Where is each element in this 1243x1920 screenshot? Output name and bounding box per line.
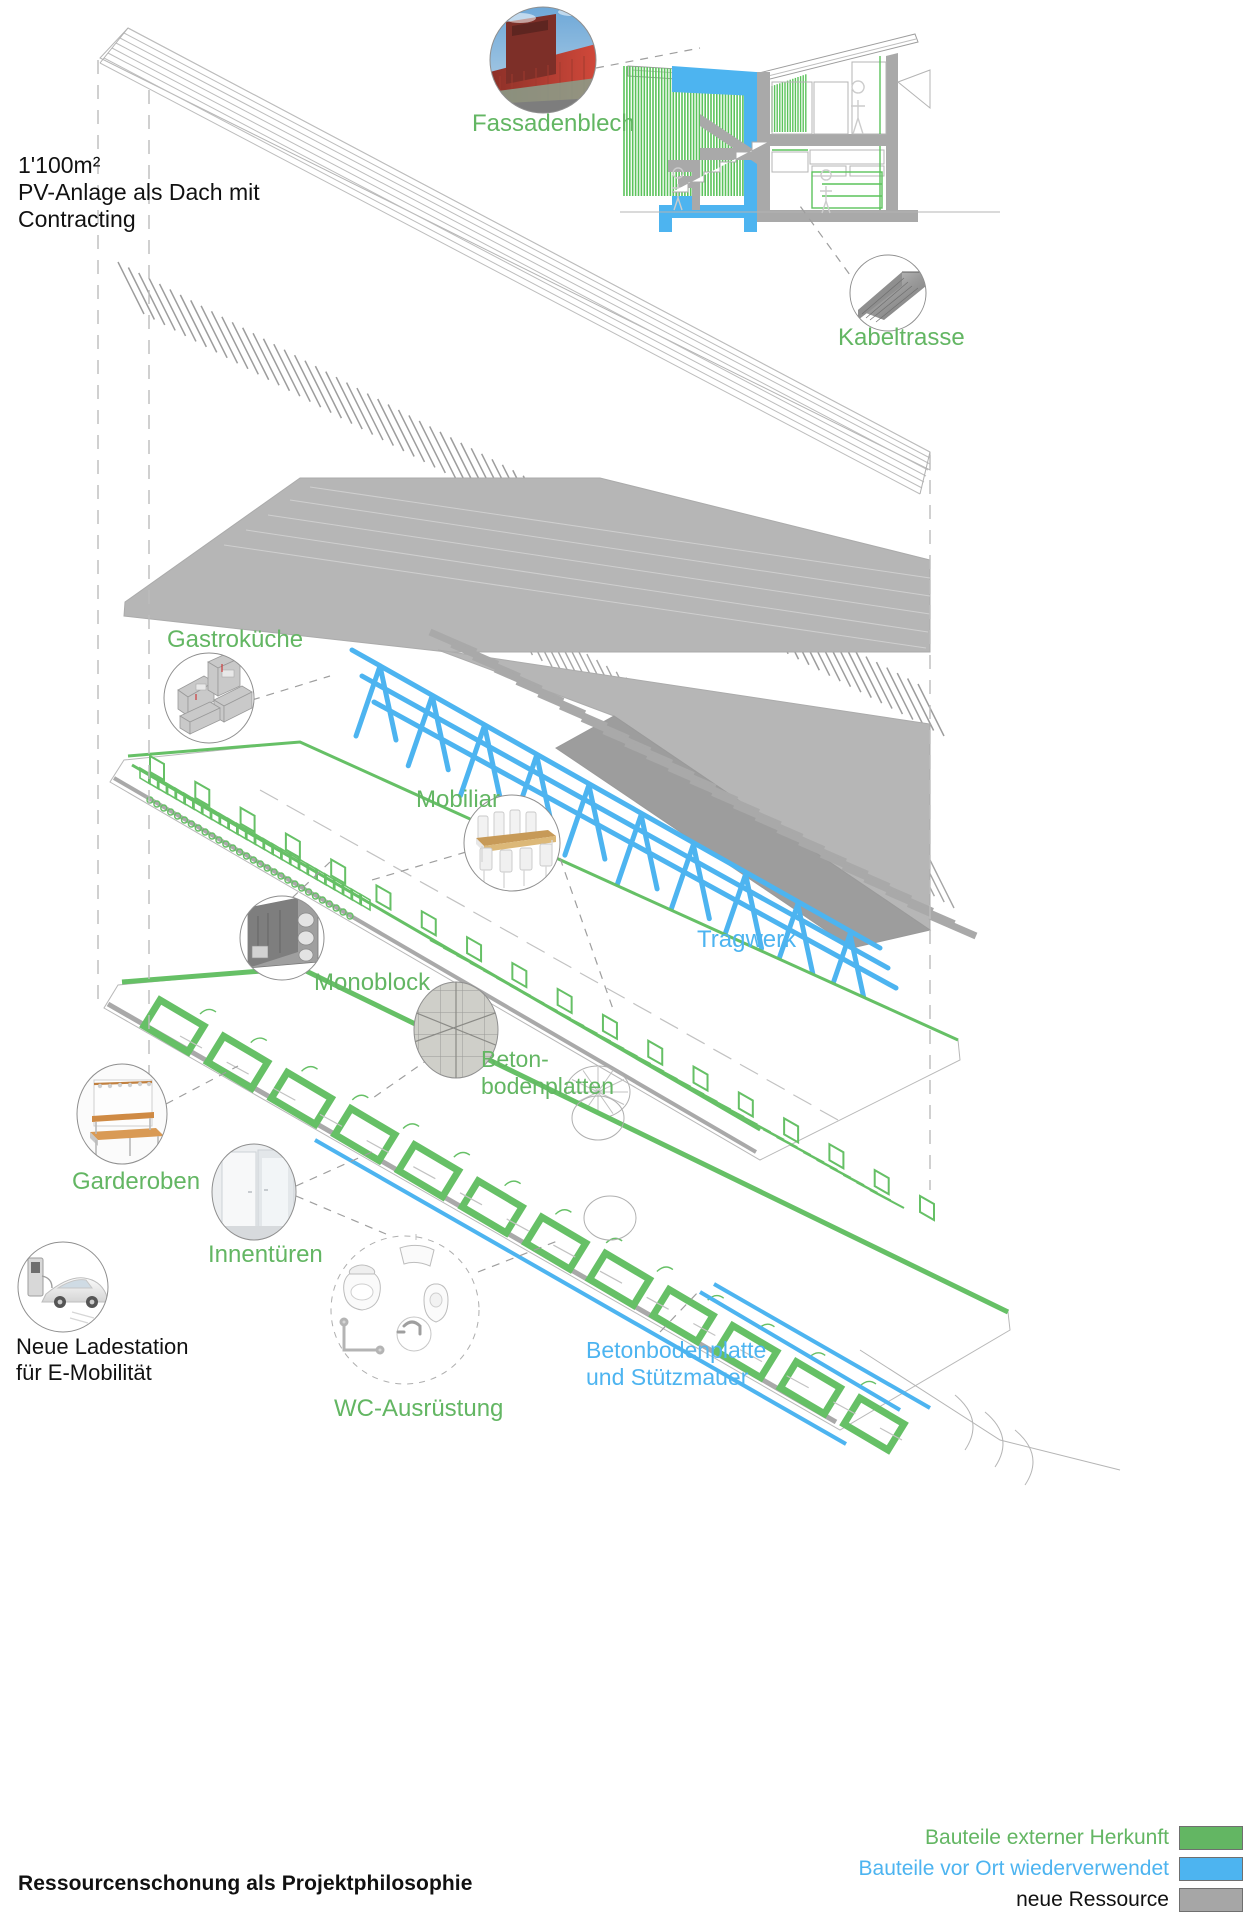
legend-swatch-extern <box>1179 1826 1243 1850</box>
spiral-stair-icon-2 <box>571 1095 625 1141</box>
label-ladestation: Neue Ladestation für E-Mobilität <box>16 1334 189 1385</box>
legend-label-extern: Bauteile externer Herkunft <box>925 1826 1169 1849</box>
sink-icon <box>399 1234 435 1267</box>
label-monoblock: Monoblock <box>314 969 431 996</box>
kitchen-equipment-bubble <box>163 652 255 744</box>
furniture-bubble <box>463 794 561 892</box>
spiral-stair-icon-3 <box>583 1195 637 1241</box>
base-slab-blue <box>698 1282 931 1412</box>
grab-bar-icon <box>339 1317 385 1355</box>
legend-row-extern: Bauteile externer Herkunft <box>648 1824 1243 1852</box>
legend-label-new: neue Ressource <box>1016 1888 1169 1911</box>
monoblock-bubble <box>239 895 325 981</box>
floorplan-upper <box>109 740 961 1222</box>
facade-photo-bubble <box>489 6 597 114</box>
label-mobiliar: Mobiliar <box>416 786 501 813</box>
structure-tragwerk <box>349 647 899 1011</box>
callout-leaders <box>165 47 859 1333</box>
roof-deck-plane <box>123 477 931 653</box>
legend-row-new: neue Ressource <box>648 1886 1243 1914</box>
cable-tray-bubble <box>849 254 927 332</box>
section-grey-new <box>668 53 918 222</box>
legend-swatch-new <box>1179 1888 1243 1912</box>
label-wc-ausruestung: WC-Ausrüstung <box>334 1395 504 1422</box>
floorplan-lower <box>103 965 1011 1455</box>
label-kabeltrasse: Kabeltrasse <box>838 324 965 351</box>
ev-charger-bubble <box>17 1241 109 1333</box>
label-fassadenblech: Fassadenblech <box>472 110 635 137</box>
legend: Bauteile externer Herkunft Bauteile vor … <box>648 1824 1243 1917</box>
legend-row-reused: Bauteile vor Ort wiederverwendet <box>648 1855 1243 1883</box>
legend-label-reused: Bauteile vor Ort wiederverwendet <box>858 1857 1169 1880</box>
toilet-icon <box>343 1264 381 1311</box>
building-section-drawing <box>620 33 1000 232</box>
interior-door-bubble <box>211 1143 297 1241</box>
label-pv-anlage: 1'100m² PV-Anlage als Dach mit Contracti… <box>18 152 260 233</box>
label-garderoben: Garderoben <box>72 1168 201 1195</box>
legend-swatch-reused <box>1179 1857 1243 1881</box>
label-innentueren: Innentüren <box>208 1241 323 1268</box>
spiral-stair-icon <box>565 1065 631 1119</box>
tap-icon <box>396 1316 432 1352</box>
label-betonbodenplatte-stuetzmauer: Betonbodenplatte und Stützmauer <box>586 1337 767 1391</box>
alignment-guides <box>97 60 931 1190</box>
wardrobe-bench-bubble <box>76 1063 168 1165</box>
terrain-lines <box>859 1349 1121 1486</box>
label-tragwerk: Tragwerk <box>697 926 797 953</box>
concrete-slab-bubble <box>413 981 499 1079</box>
roof-rafters <box>428 628 978 940</box>
urinal-icon <box>423 1283 449 1323</box>
page-title: Ressourcenschonung als Projektphilosophi… <box>18 1872 473 1895</box>
label-betonbodenplatten: Beton- bodenplatten <box>481 1046 615 1100</box>
label-gastrokueche: Gastroküche <box>167 626 304 653</box>
wc-fittings-bubble <box>330 1234 480 1385</box>
pv-roof-plane <box>99 27 931 495</box>
